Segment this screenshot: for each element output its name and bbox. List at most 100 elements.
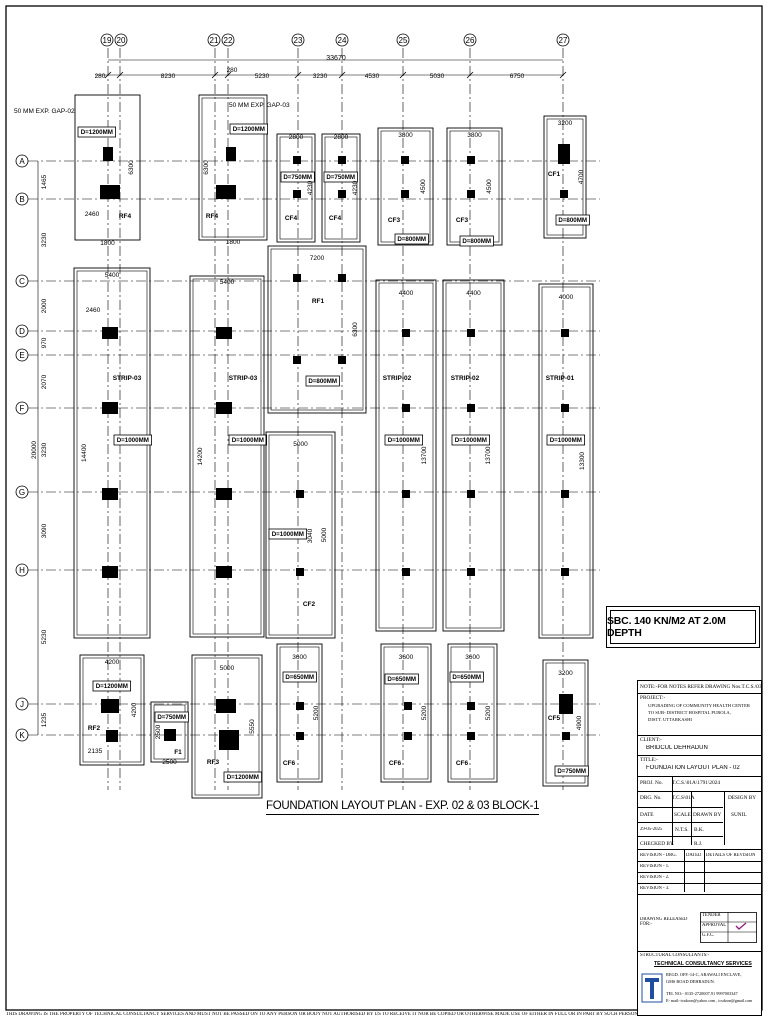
dim-tick <box>399 71 407 79</box>
side-dim-text: 2000 <box>41 298 48 313</box>
check-mark-icon <box>735 922 747 930</box>
overall-dim-text: 33670 <box>326 55 346 62</box>
footing-inner <box>383 646 429 780</box>
column-block <box>102 402 118 414</box>
footing-dim2: 2135 <box>88 748 103 755</box>
grid-row-label: G <box>19 488 25 497</box>
column-block <box>561 404 569 412</box>
sbc-note: SBC. 140 KN/M2 AT 2.0M DEPTH <box>606 606 760 648</box>
tb-title-label: TITLE:- <box>640 757 658 763</box>
grid-row-label: J <box>20 700 24 709</box>
footing-width: 4400 <box>466 290 481 297</box>
tb-address-line: GMS ROAD DEHRADUN. <box>666 979 715 984</box>
depth-box <box>554 765 589 777</box>
footing-width: 5000 <box>293 441 308 448</box>
tb-client: BRIDCUL DEHRADUN <box>646 745 708 751</box>
depth-box <box>546 434 585 446</box>
footing-depth: D=650MM <box>452 674 481 681</box>
release-table <box>700 912 757 943</box>
tb-rev-header: DATED <box>686 853 702 858</box>
column-block <box>216 566 232 578</box>
footing-name: CF4 <box>329 215 342 222</box>
footing-name: CF4 <box>285 215 298 222</box>
depth-box <box>451 434 490 446</box>
column-block <box>226 147 236 161</box>
column-block <box>102 488 118 500</box>
grid-col-label: 19 <box>103 36 112 45</box>
footing-depth: D=800MM <box>462 238 491 245</box>
footing-outline <box>442 279 505 632</box>
grid-col-label: 27 <box>559 36 568 45</box>
tb-proj-no-label: PROJ. No. <box>640 780 663 786</box>
footing-outline <box>79 654 145 766</box>
footing-inner <box>445 282 502 629</box>
grid-col-label: 26 <box>466 36 475 45</box>
footing-height: 5200 <box>313 705 320 720</box>
grid-col-label: 24 <box>338 36 347 45</box>
footing-depth: D=800MM <box>558 217 587 224</box>
footing-outline <box>377 127 434 246</box>
grid-bubble <box>15 485 29 499</box>
top-dim-text: 6750 <box>510 73 525 80</box>
dim-tick <box>211 71 219 79</box>
column-block <box>467 190 475 198</box>
grid-bubble <box>463 33 477 47</box>
footing-height: 4900 <box>576 715 583 730</box>
footing-height: 4500 <box>486 179 493 194</box>
tb-address-line: E- mail:-tcsdoon@yahoo.com , tcsdoon@gma… <box>666 998 753 1003</box>
column-block <box>100 185 120 199</box>
grid-col-label: 23 <box>294 36 303 45</box>
grid-col-label: 21 <box>210 36 219 45</box>
footing-width: 3600 <box>465 654 480 661</box>
footing-height: 6300 <box>203 160 210 175</box>
tb-project-line: TO SUB- DISTRICT HOSPITAL PUROLA, <box>648 710 731 715</box>
footing-width: 5400 <box>105 272 120 279</box>
footing-width: 3200 <box>558 120 573 127</box>
footing-inner <box>192 278 262 635</box>
depth-box <box>459 235 494 247</box>
column-block <box>561 568 569 576</box>
column-block <box>102 327 118 339</box>
side-dim-text: 2070 <box>41 374 48 389</box>
column-block <box>293 190 301 198</box>
depth-box <box>77 126 116 138</box>
footing-name: STRIP-01 <box>546 375 575 382</box>
footing-depth: D=1000MM <box>388 437 420 444</box>
footing-name: RF4 <box>206 213 219 220</box>
footing-inner <box>270 248 364 411</box>
footing-outline <box>538 283 594 639</box>
tb-released-label: DRAWING RELEASED FOR:- <box>640 917 688 927</box>
footing-outline <box>265 431 336 639</box>
footing-height: 4200 <box>131 702 138 717</box>
footing-name: CF3 <box>456 217 469 224</box>
tb-revision: REVISION - 3. <box>640 886 670 891</box>
tb-drawn-by-label: DRAWN BY <box>693 812 722 818</box>
column-block <box>467 156 475 164</box>
column-block <box>338 274 346 282</box>
footing-width: 2500 <box>162 759 177 766</box>
tb-project-label: PROJECT:- <box>640 695 666 701</box>
footer-note: THIS DRAWING IS THE PROPERTY OF TECHNICA… <box>6 1012 762 1017</box>
tb-date: 29-05-2025 <box>640 827 663 832</box>
footing-depth: D=750MM <box>557 768 586 775</box>
footing-inner <box>153 704 186 760</box>
footing-depth: D=1200MM <box>227 774 259 781</box>
grid-col-label: 22 <box>224 36 233 45</box>
grid-bubble <box>207 33 221 47</box>
tb-revision: REVISION - 2. <box>640 875 670 880</box>
footing-width: 1800 <box>100 240 115 247</box>
footing-height: 5200 <box>421 705 428 720</box>
column-block <box>293 156 301 164</box>
drawing-title: FOUNDATION LAYOUT PLAN - EXP. 02 & 03 BL… <box>266 800 540 815</box>
grid-bubble <box>15 728 29 742</box>
grid-bubble <box>221 33 235 47</box>
